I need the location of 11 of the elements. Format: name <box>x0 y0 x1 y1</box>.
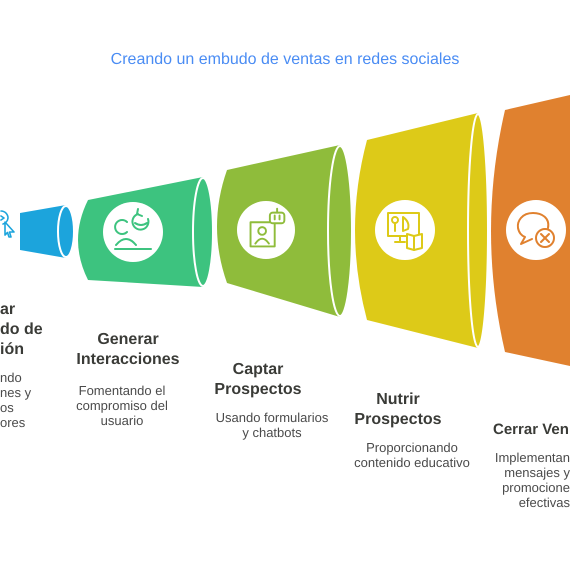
stage-title: Cerrar Ven <box>493 420 570 440</box>
stage-description: ndo nes y os ores <box>0 370 32 430</box>
stage-description: Usando formularios y chatbots <box>214 410 330 440</box>
stage-description: Fomentando el compromiso del usuario <box>75 382 169 428</box>
stage-description: Proporcionando contenido educativo <box>353 440 471 470</box>
diagram-title: Creando un embudo de ventas en redes sociales <box>110 50 460 70</box>
stage-title: ar do de ión <box>0 300 44 360</box>
stage-title: Captar Prospectos <box>213 360 303 400</box>
stage-description: Implementan mensajes y promocione efectivas <box>494 450 570 510</box>
stage-title: Generar Interacciones <box>75 330 181 370</box>
stage-title: Nutrir Prospectos <box>353 390 443 430</box>
